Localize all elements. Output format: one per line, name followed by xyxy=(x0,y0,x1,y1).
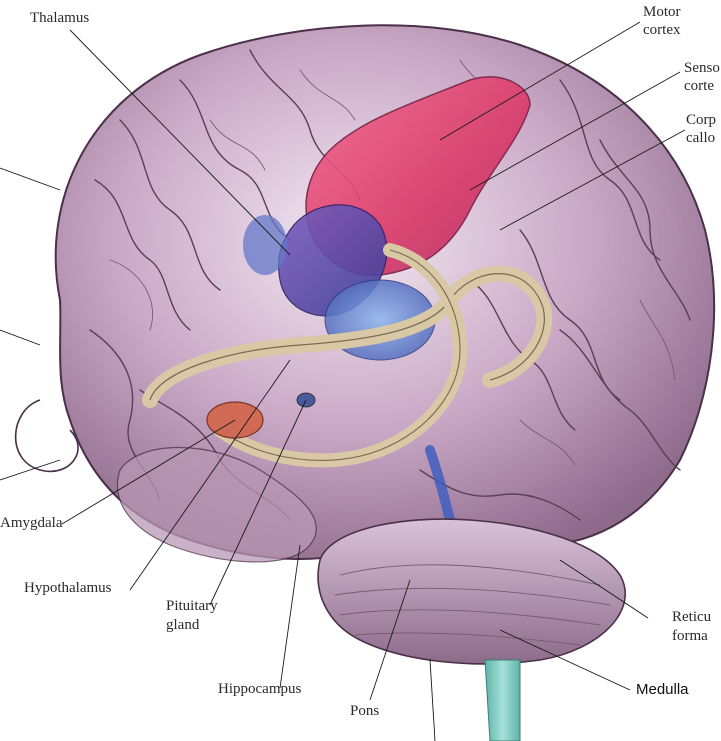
label-medulla: Medulla xyxy=(636,681,689,698)
spinal-cord xyxy=(484,659,521,741)
label-amygdala: Amygdala xyxy=(0,515,63,531)
olfactory-curl xyxy=(14,399,79,473)
cerebellum xyxy=(317,518,626,665)
blue-lateral-region xyxy=(243,215,287,275)
label-motor-cortex-line1: Motor xyxy=(643,4,681,20)
temporal-lobe xyxy=(116,447,317,563)
brainstem-blue-streak xyxy=(425,445,455,525)
label-thalamus: Thalamus xyxy=(30,10,90,26)
hippocampus-outline xyxy=(219,249,461,461)
label-pons: Pons xyxy=(350,703,380,719)
label-pituitary-line1: Pituitary xyxy=(166,598,218,614)
label-pituitary-line2: gland xyxy=(166,617,200,633)
label-reticular-line1: Reticu xyxy=(672,609,712,625)
label-sensory-cortex-line1: Senso xyxy=(684,60,720,76)
label-corpus-callosum-line1: Corp xyxy=(686,112,716,128)
label-reticular-line2: forma xyxy=(672,628,708,644)
label-sensory-cortex-line2: corte xyxy=(684,78,714,94)
label-hippocampus: Hippocampus xyxy=(218,681,302,697)
label-hypothalamus: Hypothalamus xyxy=(24,580,112,596)
label-corpus-callosum-line2: callo xyxy=(686,130,716,146)
label-motor-cortex-line2: cortex xyxy=(643,22,681,38)
cerebellum-folia xyxy=(334,564,611,646)
leader-lines xyxy=(0,21,686,741)
